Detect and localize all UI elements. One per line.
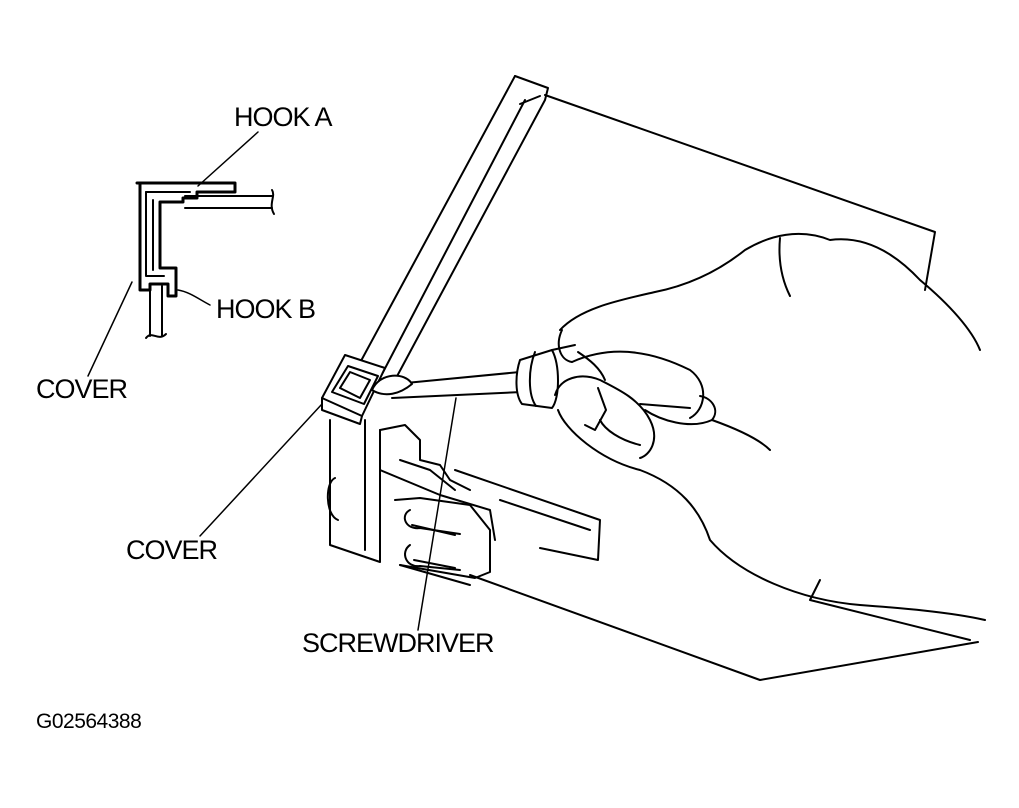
- screwdriver-leader: [417, 397, 457, 631]
- cover-clip: [321, 354, 386, 425]
- cover-main-leader: [199, 403, 323, 537]
- hook-a-leader: [197, 131, 259, 187]
- hook-a-label: HOOK A: [234, 102, 333, 132]
- cover-detail-label: COVER: [36, 374, 128, 404]
- hook-b-leader: [177, 289, 211, 306]
- screwdriver-label: SCREWDRIVER: [302, 628, 494, 658]
- cover-cross-section-detail: [135, 181, 275, 339]
- hand-illustration: [554, 233, 986, 621]
- cover-detail-leader: [87, 281, 133, 377]
- screwdriver-tool: [371, 344, 576, 409]
- hook-b-label: HOOK B: [216, 294, 315, 324]
- unit-body: [326, 75, 979, 681]
- figure-id: G02564388: [36, 710, 141, 733]
- cover-main-label: COVER: [126, 535, 218, 565]
